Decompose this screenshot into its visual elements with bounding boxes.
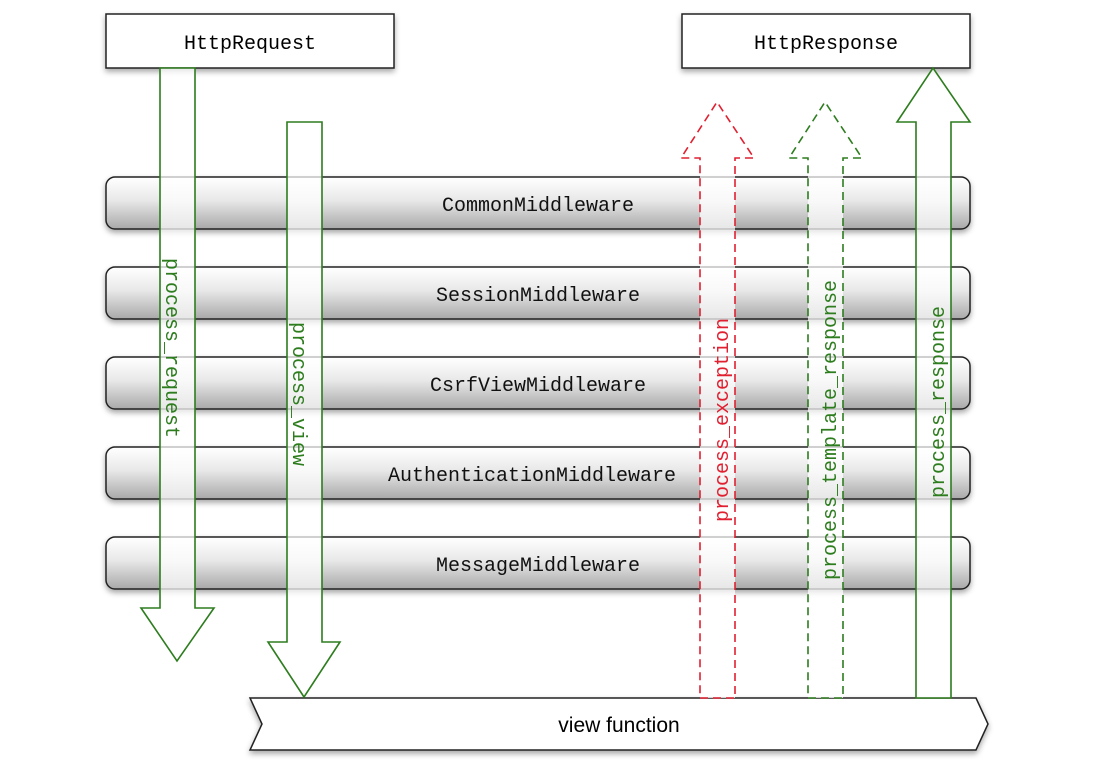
- process-request-arrow: process_request: [139, 67, 216, 663]
- http-response-box: HttpResponse: [681, 13, 971, 69]
- process-request-label: process_request: [159, 258, 182, 438]
- process-view-arrow: process_view: [266, 121, 342, 699]
- middleware-label: AuthenticationMiddleware: [388, 465, 676, 488]
- view-function-banner: view function: [248, 697, 989, 751]
- process-exception-label: process_exception: [712, 318, 735, 522]
- http-request-label: HttpRequest: [184, 33, 316, 56]
- process-template-response-arrow: process_template_response: [787, 100, 864, 699]
- middleware-label: CommonMiddleware: [442, 195, 634, 218]
- process-template-response-label: process_template_response: [820, 280, 843, 580]
- middleware-label: SessionMiddleware: [436, 285, 640, 308]
- view-function-label: view function: [558, 714, 679, 737]
- middleware-label: MessageMiddleware: [436, 555, 640, 578]
- process-response-arrow: process_response: [895, 66, 972, 699]
- process-exception-arrow: process_exception: [679, 100, 756, 699]
- http-request-box: HttpRequest: [105, 13, 395, 69]
- process-response-label: process_response: [928, 306, 951, 498]
- http-response-label: HttpResponse: [754, 33, 898, 56]
- process-view-label: process_view: [286, 322, 309, 466]
- middleware-label: CsrfViewMiddleware: [430, 375, 646, 398]
